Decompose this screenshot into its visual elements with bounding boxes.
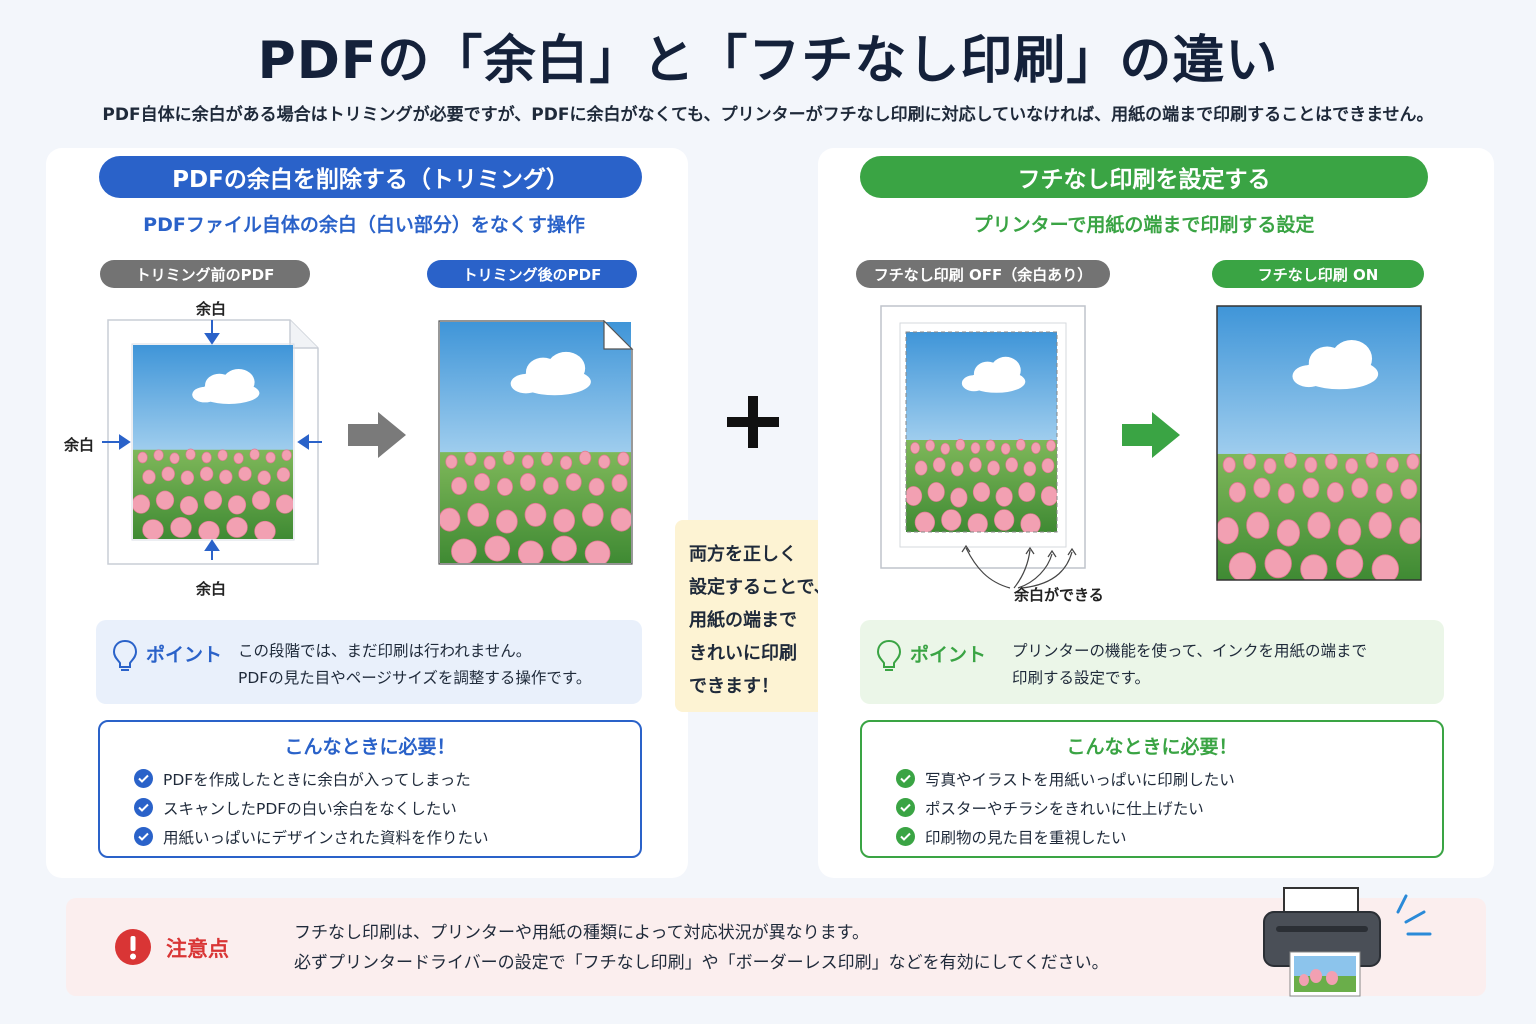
check-icon (896, 798, 915, 817)
tag-borderless-off: フチなし印刷 OFF（余白あり） (856, 260, 1110, 288)
borderless-heading: フチなし印刷を設定する (860, 156, 1428, 198)
borderless-need-list: 写真やイラストを用紙いっぱいに印刷したい ポスターやチラシをきれいに仕上げたい … (896, 764, 1235, 851)
printer-icon (1263, 887, 1381, 997)
trimming-heading: PDFの余白を削除する（トリミング） (99, 156, 642, 198)
page-subtitle: PDF自体に余白がある場合はトリミングが必要ですが、PDFに余白がなくても、プリ… (102, 105, 1434, 125)
list-item: スキャンしたPDFの白い余白をなくしたい (134, 793, 489, 822)
trimming-need-title: こんなときに必要！ (284, 736, 456, 758)
green-arrow-right-icon (1122, 412, 1180, 458)
borderless-point-text: プリンターの機能を使って、インクを用紙の端まで 印刷する設定です。 (1012, 642, 1367, 687)
trimming-need-list: PDFを作成したときに余白が入ってしまった スキャンしたPDFの白い余白をなくし… (134, 764, 489, 851)
trimming-panel: PDFの余白を削除する（トリミング） PDFファイル自体の余白（白い部分）をなく… (46, 148, 688, 878)
margin-label-left: 余白 (64, 436, 95, 454)
caution-text: フチなし印刷は、プリンターや用紙の種類によって対応状況が異なります。 必ずプリン… (294, 923, 1109, 973)
list-item: 印刷物の見た目を重視したい (896, 822, 1235, 851)
gray-arrow-right-icon (348, 412, 406, 458)
exclamation-icon (115, 929, 151, 965)
margin-note-label: 余白ができる (1014, 586, 1104, 604)
borderless-need-box: こんなときに必要！ 写真やイラストを用紙いっぱいに印刷したい ポスターやチラシを… (860, 720, 1444, 858)
pdf-before-trimming-illustration (107, 319, 319, 565)
trimming-point-label: ポイント (146, 644, 223, 666)
trimming-description: PDFファイル自体の余白（白い部分）をなくす操作 (143, 214, 585, 236)
borderless-panel: フチなし印刷を設定する プリンターで用紙の端まで印刷する設定 フチなし印刷 OF… (818, 148, 1494, 878)
check-icon (134, 769, 153, 788)
trimming-need-box: こんなときに必要！ PDFを作成したときに余白が入ってしまった スキャンしたPD… (98, 720, 642, 858)
borderless-description: プリンターで用紙の端まで印刷する設定 (973, 214, 1315, 236)
list-item: 用紙いっぱいにデザインされた資料を作りたい (134, 822, 489, 851)
tag-borderless-on: フチなし印刷 ON (1212, 260, 1424, 288)
margin-label-top: 余白 (196, 300, 227, 318)
borderless-point-box: ポイント プリンターの機能を使って、インクを用紙の端まで 印刷する設定です。 (860, 620, 1444, 704)
caution-label: 注意点 (166, 937, 229, 961)
borderless-point-label: ポイント (910, 644, 987, 666)
borderless-need-title: こんなときに必要！ (1066, 736, 1238, 758)
trimming-point-text: この段階では、まだ印刷は行われません。 PDFの見た目やページサイズを調整する操… (238, 642, 592, 687)
printout-with-margins-illustration (880, 305, 1086, 569)
margin-pointer-lines (961, 544, 1077, 589)
trimming-point-box: ポイント この段階では、まだ印刷は行われません。 PDFの見た目やページサイズを… (96, 620, 642, 704)
tag-after-trimming: トリミング後のPDF (427, 260, 637, 288)
borderless-printout-illustration (1216, 305, 1422, 581)
margin-label-bottom: 余白 (196, 580, 227, 598)
pdf-after-trimming-illustration (438, 320, 634, 565)
lightbulb-icon (112, 639, 138, 671)
motion-lines-icon (1396, 894, 1432, 936)
page-title: PDFの「余白」と「フチなし印刷」の違い (257, 31, 1279, 91)
check-icon (134, 827, 153, 846)
list-item: PDFを作成したときに余白が入ってしまった (134, 764, 489, 793)
plus-icon (727, 396, 779, 448)
check-icon (896, 827, 915, 846)
check-icon (896, 769, 915, 788)
list-item: 写真やイラストを用紙いっぱいに印刷したい (896, 764, 1235, 793)
check-icon (134, 798, 153, 817)
callout-box: 両方を正しく 設定することで、 用紙の端まで きれいに印刷 できます！ (675, 520, 833, 712)
tag-before-trimming: トリミング前のPDF (100, 260, 310, 288)
caution-box: 注意点 フチなし印刷は、プリンターや用紙の種類によって対応状況が異なります。 必… (66, 898, 1486, 996)
list-item: ポスターやチラシをきれいに仕上げたい (896, 793, 1235, 822)
lightbulb-icon (876, 639, 902, 671)
margin-arrows (102, 320, 322, 560)
